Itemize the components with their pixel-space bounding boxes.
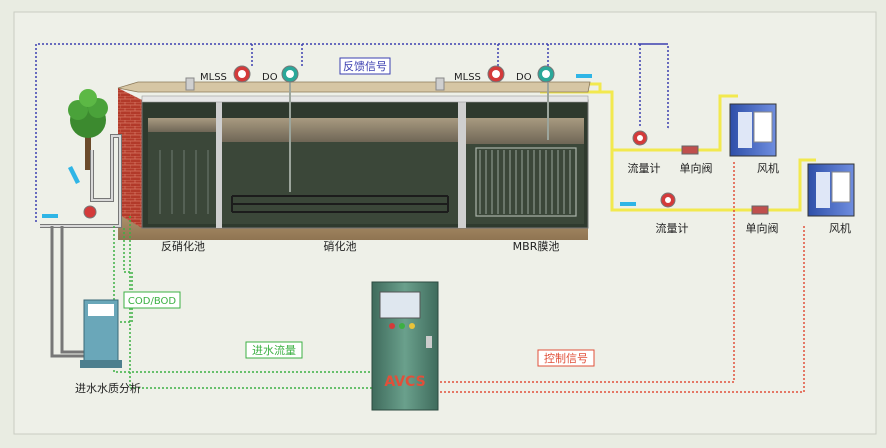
label-feedback-signal: 反馈信号 (339, 57, 391, 75)
label-do-1: DO (262, 72, 278, 83)
label-mbr-tank: MBR膜池 (513, 240, 560, 253)
label-blower-2: 风机 (829, 221, 851, 235)
inflow-rate-text: 进水流量 (252, 343, 296, 357)
brick-wall (118, 88, 142, 228)
label-mlss-1: MLSS (200, 72, 227, 83)
label-flowmeter-2: 流量计 (656, 221, 689, 235)
label-check-valve-2: 单向阀 (746, 221, 779, 235)
label-mlss-2: MLSS (454, 72, 481, 83)
valve-icon (681, 145, 769, 215)
label-nitrification-tank: 硝化池 (324, 239, 357, 253)
feedback-signal-text: 反馈信号 (343, 60, 387, 73)
label-avcs: AVCS (384, 374, 425, 390)
analyzer-icon (80, 299, 122, 368)
label-check-valve-1: 单向阀 (680, 161, 713, 175)
label-cod-bod: COD/BOD (123, 291, 181, 309)
label-denitrification-tank: 反硝化池 (161, 239, 205, 253)
control-signal-lines (440, 160, 805, 393)
analysis-signal-lines (112, 216, 380, 389)
label-flowmeter-1: 流量计 (628, 161, 661, 175)
feedback-lines (35, 43, 669, 222)
control-signal-text: 控制信号 (544, 351, 588, 365)
label-blower-1: 风机 (757, 161, 779, 175)
label-influent-analysis: 进水水质分析 (75, 381, 141, 395)
inlet-pipes (40, 134, 122, 358)
sensor-icon (185, 65, 555, 91)
flowmeter-icon (83, 130, 676, 219)
cod-bod-text: COD/BOD (128, 296, 176, 307)
label-control-signal: 控制信号 (537, 349, 595, 367)
tree-icon (68, 89, 108, 170)
flow-arrows (42, 74, 636, 218)
label-inflow-rate: 进水流量 (245, 341, 303, 359)
tank-basins (141, 82, 589, 229)
label-do-2: DO (516, 72, 532, 83)
cabinet-icon (371, 281, 439, 411)
blower-icon (729, 103, 855, 217)
